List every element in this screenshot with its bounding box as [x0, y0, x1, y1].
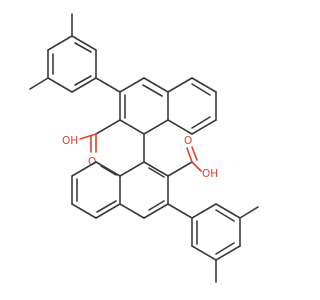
carbonyl-oxygen-label-top: O [88, 156, 96, 168]
top-carboxylic-acid: OH O [62, 119, 121, 168]
hydroxyl-label-bottom: OH [202, 168, 218, 180]
carbonyl-oxygen-label-bottom: O [184, 135, 192, 147]
structure-diagram: OH O OH O [29, 13, 259, 283]
bottom-dimethylphenyl-ring [167, 203, 259, 283]
top-naphthalene [95, 77, 217, 135]
top-dimethylphenyl-ring [29, 13, 97, 93]
methyl-bond [29, 77, 49, 90]
bottom-naphthalene [71, 161, 169, 219]
hydroxyl-label-top: OH [62, 135, 78, 147]
bottom-carboxylic-acid: OH O [167, 135, 218, 180]
methyl-bond [239, 206, 259, 219]
